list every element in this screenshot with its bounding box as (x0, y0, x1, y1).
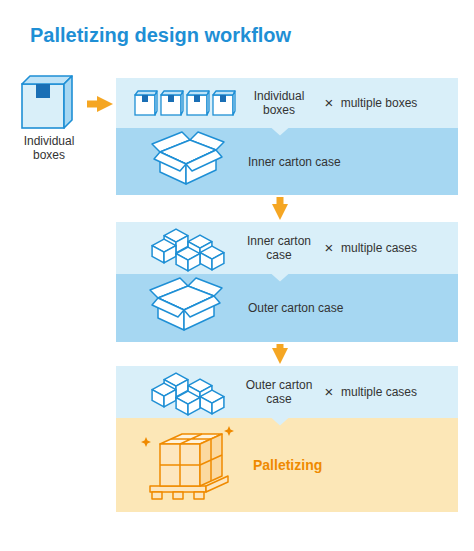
step-label: Individual boxes (13, 134, 85, 162)
step-label: multiple cases (340, 241, 418, 255)
operator-sign: × (322, 384, 336, 400)
combination-band: Outer carton case× multiple cases (116, 366, 458, 418)
flow-arrow (277, 197, 284, 210)
carton-cube (200, 390, 224, 414)
carton-cube (200, 246, 224, 270)
text-holder: Inner carton case (248, 128, 341, 195)
small-box (161, 91, 183, 115)
text-holder: Individual boxes (13, 134, 85, 162)
small-box (187, 91, 209, 115)
band-fill (116, 222, 458, 274)
flow-arrow (87, 101, 103, 108)
carton-cube (152, 239, 176, 263)
step-label: Outer carton case (248, 301, 343, 315)
text-holder: Inner carton case× multiple cases (240, 222, 418, 274)
small-box (213, 91, 235, 115)
band-notch (271, 128, 289, 136)
small-boxes-icon (135, 91, 235, 115)
outer-cartons-icon (152, 373, 224, 415)
pallet-block (194, 492, 204, 499)
combination-band: Individual boxes× multiple boxes (116, 78, 458, 128)
outer-carton-icon (150, 278, 222, 330)
carton-cube (152, 383, 176, 407)
inner-carton-icon (152, 132, 224, 184)
flow-arrow (277, 344, 284, 354)
sparkle (141, 437, 151, 447)
carton-cube (176, 391, 200, 415)
diagram-title: Palletizing design workflow (30, 24, 291, 47)
band-fills (116, 78, 458, 512)
step-label: Outer carton case (240, 378, 318, 406)
result-band: Palletizing (116, 418, 458, 512)
box-front (22, 84, 64, 128)
text-holder: Outer carton case (248, 274, 343, 342)
pallet-block (152, 492, 162, 499)
text-holder: Outer carton case× multiple cases (240, 366, 418, 418)
band-fill (116, 366, 458, 418)
individual-box-icon (22, 76, 72, 128)
connectors (87, 104, 280, 354)
pallet-block (173, 492, 183, 499)
pallet-deck (150, 486, 206, 492)
band-fill (116, 274, 458, 342)
band-fill (116, 418, 458, 512)
small-box (135, 91, 157, 115)
step-label: multiple boxes (340, 96, 418, 110)
carton-cube (176, 247, 200, 271)
text-holder: Individual boxes× multiple boxes (240, 78, 418, 128)
step-label: Individual boxes (240, 89, 318, 117)
combination-band: Inner carton case× multiple cases (116, 222, 458, 274)
step-title-accent: Palletizing (253, 457, 322, 473)
box-side (64, 76, 72, 128)
icon-label: Individual boxes (13, 74, 85, 162)
result-band: Outer carton case (116, 274, 458, 342)
band-fill (116, 78, 458, 128)
step-label: Inner carton case (240, 234, 318, 262)
operator-sign: × (322, 95, 336, 111)
inner-cartons-icon (152, 229, 224, 271)
band-fill (116, 128, 458, 195)
step-label: Inner carton case (248, 155, 341, 169)
text-holder: Palletizing (253, 418, 322, 512)
pallet-icon (141, 426, 234, 499)
operator-sign: × (322, 240, 336, 256)
sparkle (224, 426, 234, 436)
result-band: Inner carton case (116, 128, 458, 195)
stack-seams (160, 434, 222, 486)
band-notch (271, 418, 289, 426)
box-label (36, 84, 50, 98)
band-notch (271, 274, 289, 282)
step-label: multiple cases (340, 385, 418, 399)
